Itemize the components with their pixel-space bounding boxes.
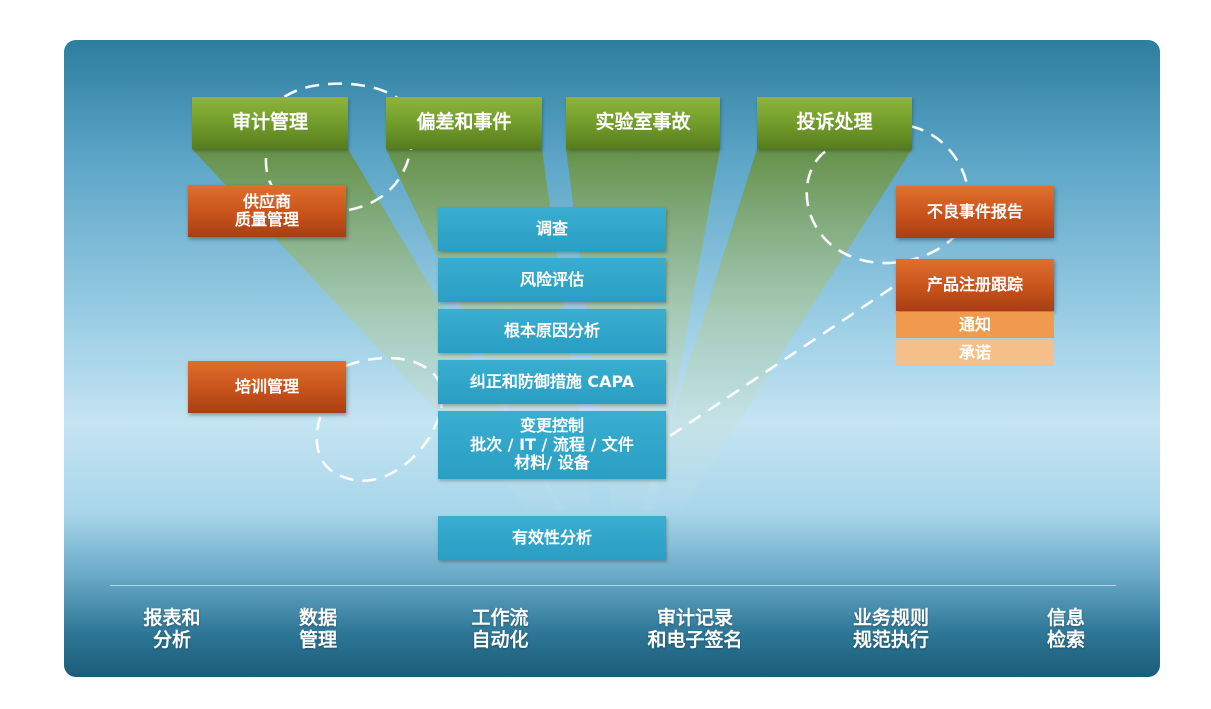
module-product-registration[interactable]: 产品注册跟踪 — [896, 259, 1054, 311]
module-audit-label: 审计管理 — [231, 111, 308, 134]
module-notice[interactable]: 通知 — [896, 312, 1054, 338]
feature-workflow-automation-line-2: 自动化 — [471, 628, 529, 651]
step-effectiveness-label: 有效性分析 — [511, 527, 592, 547]
module-lab-incident-label: 实验室事故 — [595, 111, 691, 134]
feature-divider — [110, 585, 1116, 586]
feature-info-retrieval-line-2: 检索 — [1046, 628, 1085, 651]
feature-workflow-automation-line-1: 工作流 — [471, 607, 529, 629]
feature-workflow-automation: 工作流 自动化 — [450, 607, 550, 652]
step-change-control-line-1: 变更控制 — [519, 416, 584, 436]
module-complaint-label: 投诉处理 — [796, 111, 873, 134]
dashed-loop-complaint-adverse — [805, 124, 970, 265]
module-audit[interactable]: 审计管理 — [192, 97, 348, 149]
feature-audit-trail-esign: 审计记录 和电子签名 — [630, 607, 760, 652]
step-capa[interactable]: 纠正和防御措施 CAPA — [438, 360, 666, 404]
feature-business-rules-line-1: 业务规则 — [852, 607, 929, 629]
module-complaint[interactable]: 投诉处理 — [757, 97, 912, 149]
module-deviation[interactable]: 偏差和事件 — [386, 97, 542, 149]
feature-data-management: 数据 管理 — [278, 607, 358, 652]
feature-audit-trail-esign-line-1: 审计记录 — [656, 607, 733, 629]
module-supplier-quality-line-1: 供应商 — [242, 191, 291, 211]
step-capa-label: 纠正和防御措施 CAPA — [469, 371, 635, 391]
module-adverse-event-label: 不良事件报告 — [926, 201, 1023, 221]
step-investigation[interactable]: 调查 — [438, 207, 666, 251]
feature-business-rules-line-2: 规范执行 — [852, 628, 929, 651]
module-supplier-quality[interactable]: 供应商 质量管理 — [188, 185, 346, 237]
module-deviation-label: 偏差和事件 — [416, 111, 512, 134]
feature-business-rules: 业务规则 规范执行 — [836, 607, 946, 652]
step-change-control-line-3: 材料/ 设备 — [514, 453, 590, 473]
feature-data-management-line-1: 数据 — [298, 607, 337, 629]
feature-report-analysis-line-1: 报表和 — [143, 607, 201, 629]
module-training-label: 培训管理 — [234, 376, 299, 396]
step-investigation-label: 调查 — [535, 218, 568, 238]
step-root-cause[interactable]: 根本原因分析 — [438, 309, 666, 353]
feature-data-management-line-2: 管理 — [298, 628, 337, 651]
beam-complaint — [642, 149, 912, 510]
step-change-control-line-2: 批次 / IT / 流程 / 文件 — [470, 434, 634, 454]
diagram-panel: 审计管理 偏差和事件 实验室事故 投诉处理 供应商 质量管理 培训管理 不良事件… — [64, 40, 1160, 677]
step-change-control[interactable]: 变更控制 批次 / IT / 流程 / 文件 材料/ 设备 — [438, 411, 666, 479]
step-risk-assessment-label: 风险评估 — [519, 269, 584, 289]
feature-info-retrieval-line-1: 信息 — [1046, 607, 1085, 629]
module-product-registration-label: 产品注册跟踪 — [926, 274, 1023, 294]
module-commitment[interactable]: 承诺 — [896, 340, 1054, 366]
module-adverse-event[interactable]: 不良事件报告 — [896, 186, 1054, 238]
feature-report-analysis-line-2: 分析 — [152, 628, 191, 651]
step-effectiveness[interactable]: 有效性分析 — [438, 516, 666, 560]
module-training[interactable]: 培训管理 — [188, 361, 346, 413]
step-root-cause-label: 根本原因分析 — [503, 320, 600, 340]
feature-report-analysis: 报表和 分析 — [120, 607, 224, 652]
module-notice-label: 通知 — [958, 314, 991, 334]
module-supplier-quality-line-2: 质量管理 — [234, 210, 299, 229]
module-commitment-label: 承诺 — [958, 342, 991, 362]
feature-info-retrieval: 信息 检索 — [1026, 607, 1106, 652]
feature-audit-trail-esign-line-2: 和电子签名 — [647, 628, 743, 651]
module-lab-incident[interactable]: 实验室事故 — [566, 97, 720, 149]
step-risk-assessment[interactable]: 风险评估 — [438, 258, 666, 302]
